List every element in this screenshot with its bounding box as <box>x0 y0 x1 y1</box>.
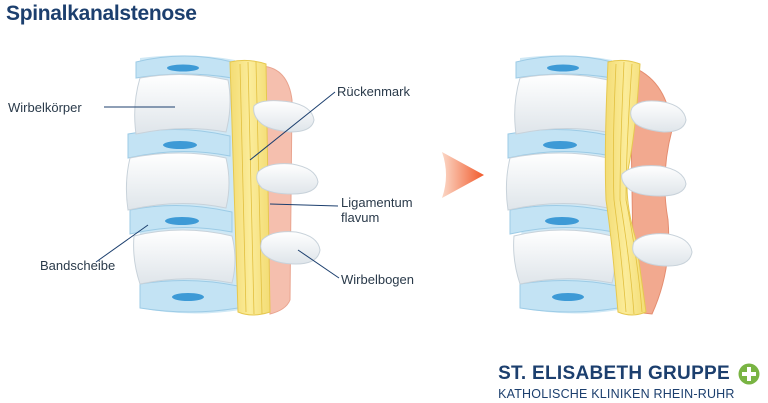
stenosis-spine <box>505 55 693 316</box>
label-ligamentum-line2: flavum <box>341 210 380 225</box>
leader-lines <box>95 91 340 279</box>
brand-name: ST. ELISABETH GRUPPE <box>498 363 730 384</box>
page-title: Spinalkanalstenose <box>6 2 197 25</box>
disc-nuclei <box>163 64 204 301</box>
spinal-cord-left <box>229 59 271 316</box>
label-ligamentum-flavum: Ligamentum flavum <box>341 195 413 225</box>
vertebral-bodies <box>125 73 236 285</box>
normal-spine <box>125 55 321 316</box>
label-rueckenmark: Rückenmark <box>337 84 410 99</box>
label-wirbelbogen: Wirbelbogen <box>341 272 414 287</box>
label-ligamentum-line1: Ligamentum <box>341 195 413 210</box>
brand-logo: ST. ELISABETH GRUPPE KATHOLISCHE KLINIKE… <box>498 363 760 401</box>
brand-subtitle: KATHOLISCHE KLINIKEN RHEIN-RUHR <box>498 387 735 401</box>
label-bandscheibe: Bandscheibe <box>40 258 116 273</box>
label-wirbelkoerper: Wirbelkörper <box>8 100 82 115</box>
transition-arrow-icon <box>442 152 484 198</box>
green-cross-logo-icon <box>738 363 760 385</box>
vertebral-arches-left <box>253 100 321 265</box>
